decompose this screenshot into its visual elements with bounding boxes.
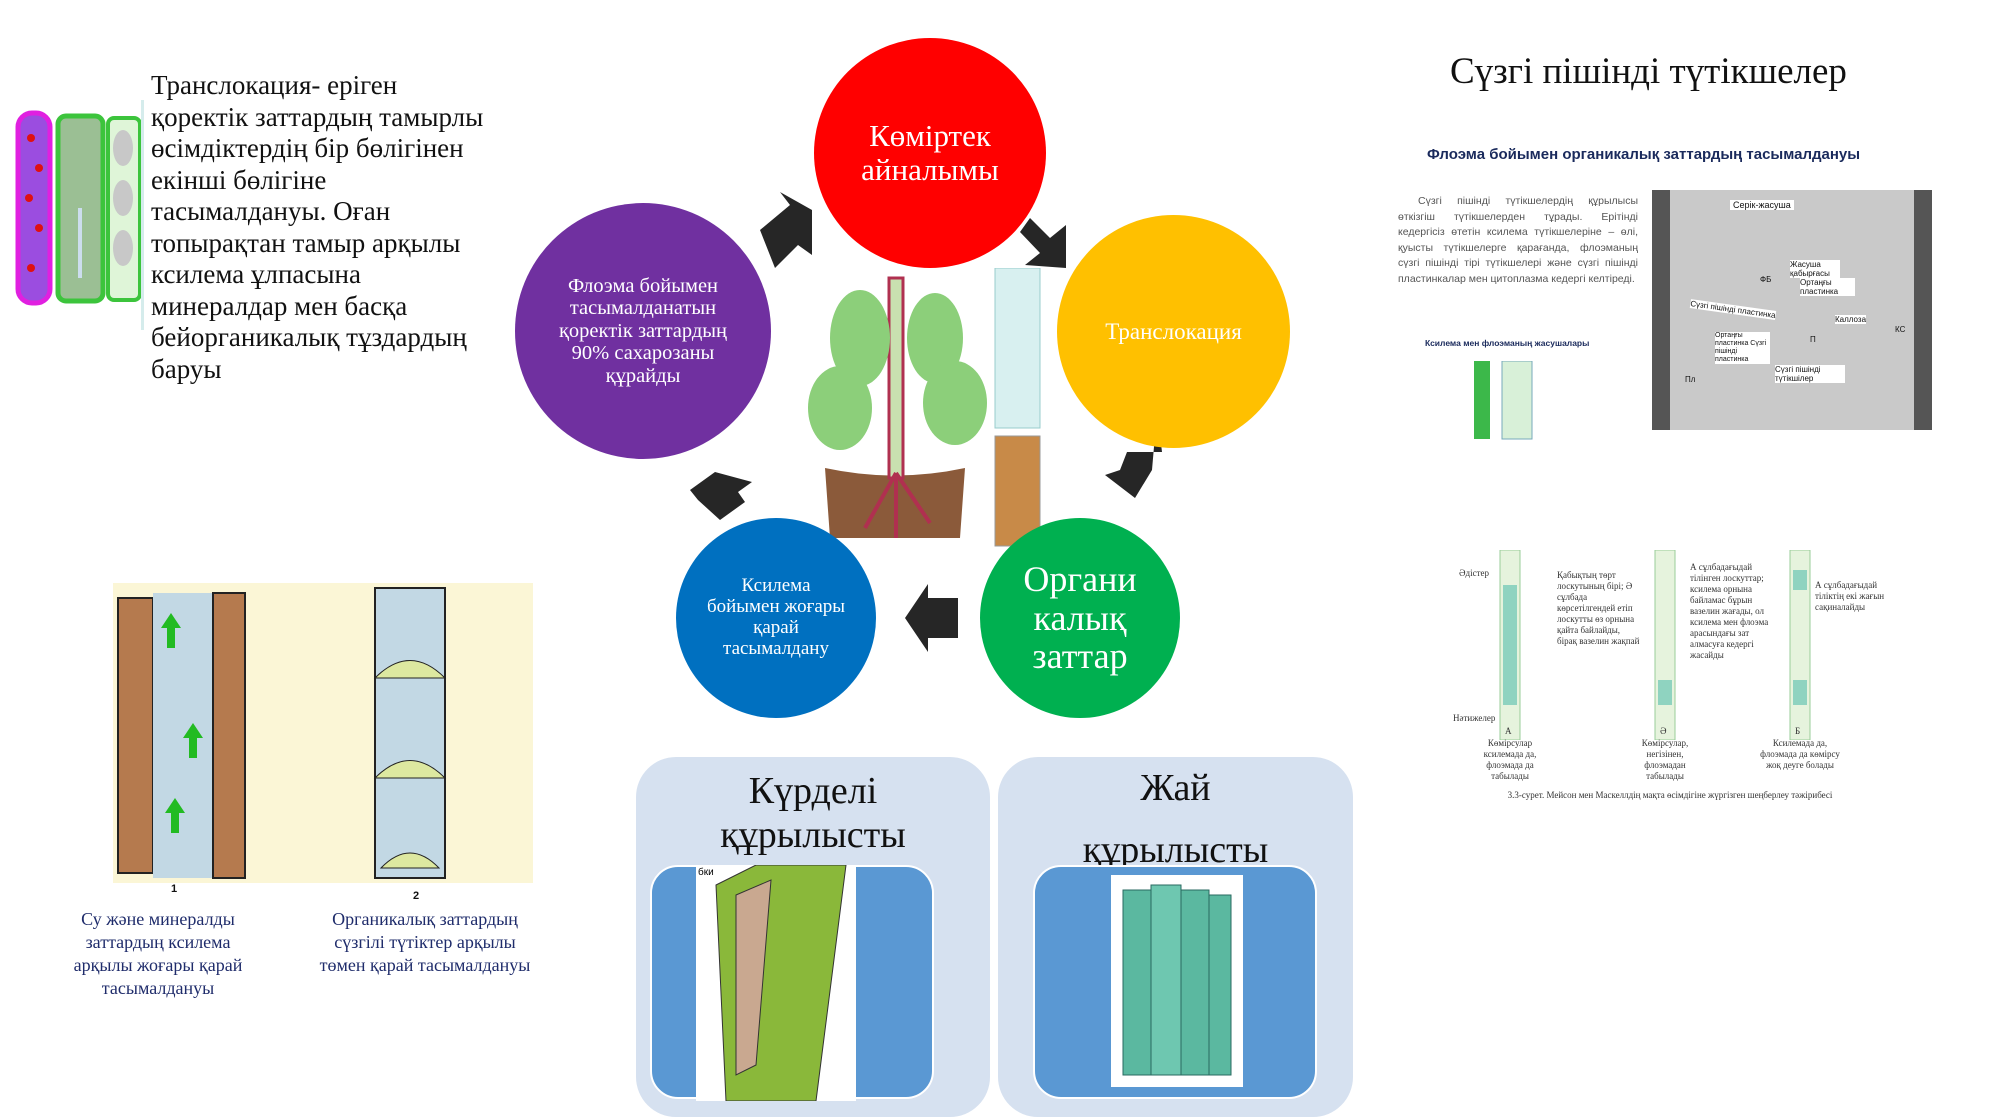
methods-label: Әдістер [1459, 568, 1490, 578]
xylem-caption: Су және минералды заттардың ксилема арқы… [73, 909, 243, 998]
xylem-transport-node: Ксилема бойымен жоғары қарай тасымалдану [676, 518, 876, 718]
complex-structure-panel: Күрделі құрылысты бки [636, 757, 990, 1117]
note-b: А сұлбадағыдай тілінген лоскуттар; ксиле… [1690, 562, 1769, 660]
figure-number-2: 2 [413, 890, 420, 902]
cells-illustration [1474, 361, 1533, 440]
carbon-cycle-label: Көміртек айналымы [861, 117, 999, 187]
arrow-icon [905, 584, 958, 652]
plant-illustration [808, 268, 1041, 547]
phloem-slide-image: Флоэма бойымен органикалық заттардың тас… [1392, 128, 1932, 444]
experiment-stems [1499, 550, 1811, 740]
phloem-transport-label: Флоэма бойымен тасымалданатын қоректік з… [558, 274, 728, 387]
micro-label: П [1810, 335, 1816, 344]
arrow-icon [690, 472, 752, 520]
results-label: Нәтижелер [1453, 713, 1496, 723]
cell-transport-figure [15, 110, 142, 306]
cells-caption: Ксилема мен флоэманың жасушалары [1425, 338, 1590, 348]
micro-label: Сүзгі пішінді пластинка [1689, 299, 1777, 320]
sieve-tubes-title: Сүзгі пішінді түтікшелер [1450, 51, 1847, 92]
divider-line [141, 100, 144, 330]
complex-tissue-illustration: бки [696, 865, 856, 1101]
letter-ae: Ә [1660, 726, 1667, 736]
simple-structure-label: Жай құрылысты [1082, 767, 1269, 871]
vessels-illustration [117, 587, 447, 879]
result-b: Ксилемада да, флоэмада да көмірсу жоқ де… [1760, 738, 1840, 770]
organic-substances-label: Органи калық заттар [1023, 558, 1137, 677]
micro-label: Пл [1685, 375, 1696, 384]
phloem-slide-paragraph: Сүзгі пішінді түтікшелердің құрылысы өтк… [1398, 195, 1638, 285]
arrow-icon [1020, 218, 1066, 268]
phloem-transport-node: Флоэма бойымен тасымалданатын қоректік з… [515, 203, 771, 459]
micro-label: Серік-жасуша [1730, 200, 1794, 210]
experiment-caption: 3.3-сурет. Мейсон мен Маскеллдің мақта ө… [1507, 790, 1833, 800]
xylem-phloem-figure [113, 583, 533, 883]
translocation-label: Транслокация [1105, 318, 1242, 344]
micro-label: ФБ [1760, 275, 1772, 284]
arrow-icon [1105, 435, 1162, 498]
result-ae: Көмірсулар, негізінен, флоэмадан табылад… [1641, 738, 1689, 781]
micro-label: Ортаңғы пластинка [1800, 278, 1855, 296]
letter-a: А [1505, 726, 1512, 736]
xylem-transport-label: Ксилема бойымен жоғары қарай тасымалдану [706, 575, 846, 659]
organic-substances-node: Органи калық заттар [980, 518, 1180, 718]
arrow-icon [760, 192, 812, 268]
simple-structure-panel: Жай құрылысты [998, 757, 1353, 1117]
micro-label: КС [1895, 325, 1906, 334]
complex-structure-label: Күрделі құрылысты [720, 770, 906, 856]
carbon-cycle-node: Көміртек айналымы [814, 38, 1046, 268]
letter-b: Б [1795, 726, 1801, 736]
micro-label: Ортаңғы пластинка Сүзгі пішінді пластинк… [1715, 332, 1770, 364]
girdling-experiment-figure: Әдістер Нәтижелер Қабықтың төрт лоскутын… [1445, 550, 1930, 820]
translocation-node: Транслокация [1057, 215, 1290, 448]
figure-number-1: 1 [171, 883, 178, 895]
phloem-caption: Органикалық заттардың сүзгілі түтіктер а… [319, 909, 531, 975]
tissue-label: бки [698, 866, 714, 878]
phloem-slide-heading: Флоэма бойымен органикалық заттардың тас… [1427, 146, 1861, 163]
note-c: А сұлбадағыдай тіліктің екі жағын сақина… [1815, 580, 1885, 612]
micro-label: Каллоза [1835, 315, 1867, 324]
note-a: Қабықтың төрт лоскутының бірі; Ә сұлбада… [1557, 570, 1640, 646]
result-a: Көмірсулар ксилемада да, флоэмада да таб… [1483, 738, 1537, 781]
micrograph: Серік-жасуша Жасуша қабырғасы ФБ Ортаңғы… [1652, 190, 1932, 430]
simple-tissue-illustration [1111, 875, 1243, 1087]
translocation-definition: Транслокация- еріген қоректік заттардың … [151, 70, 484, 384]
micro-label: Сүзгі пішінді түтікшілер [1775, 365, 1845, 383]
micro-label: Жасуша қабырғасы [1790, 260, 1840, 278]
